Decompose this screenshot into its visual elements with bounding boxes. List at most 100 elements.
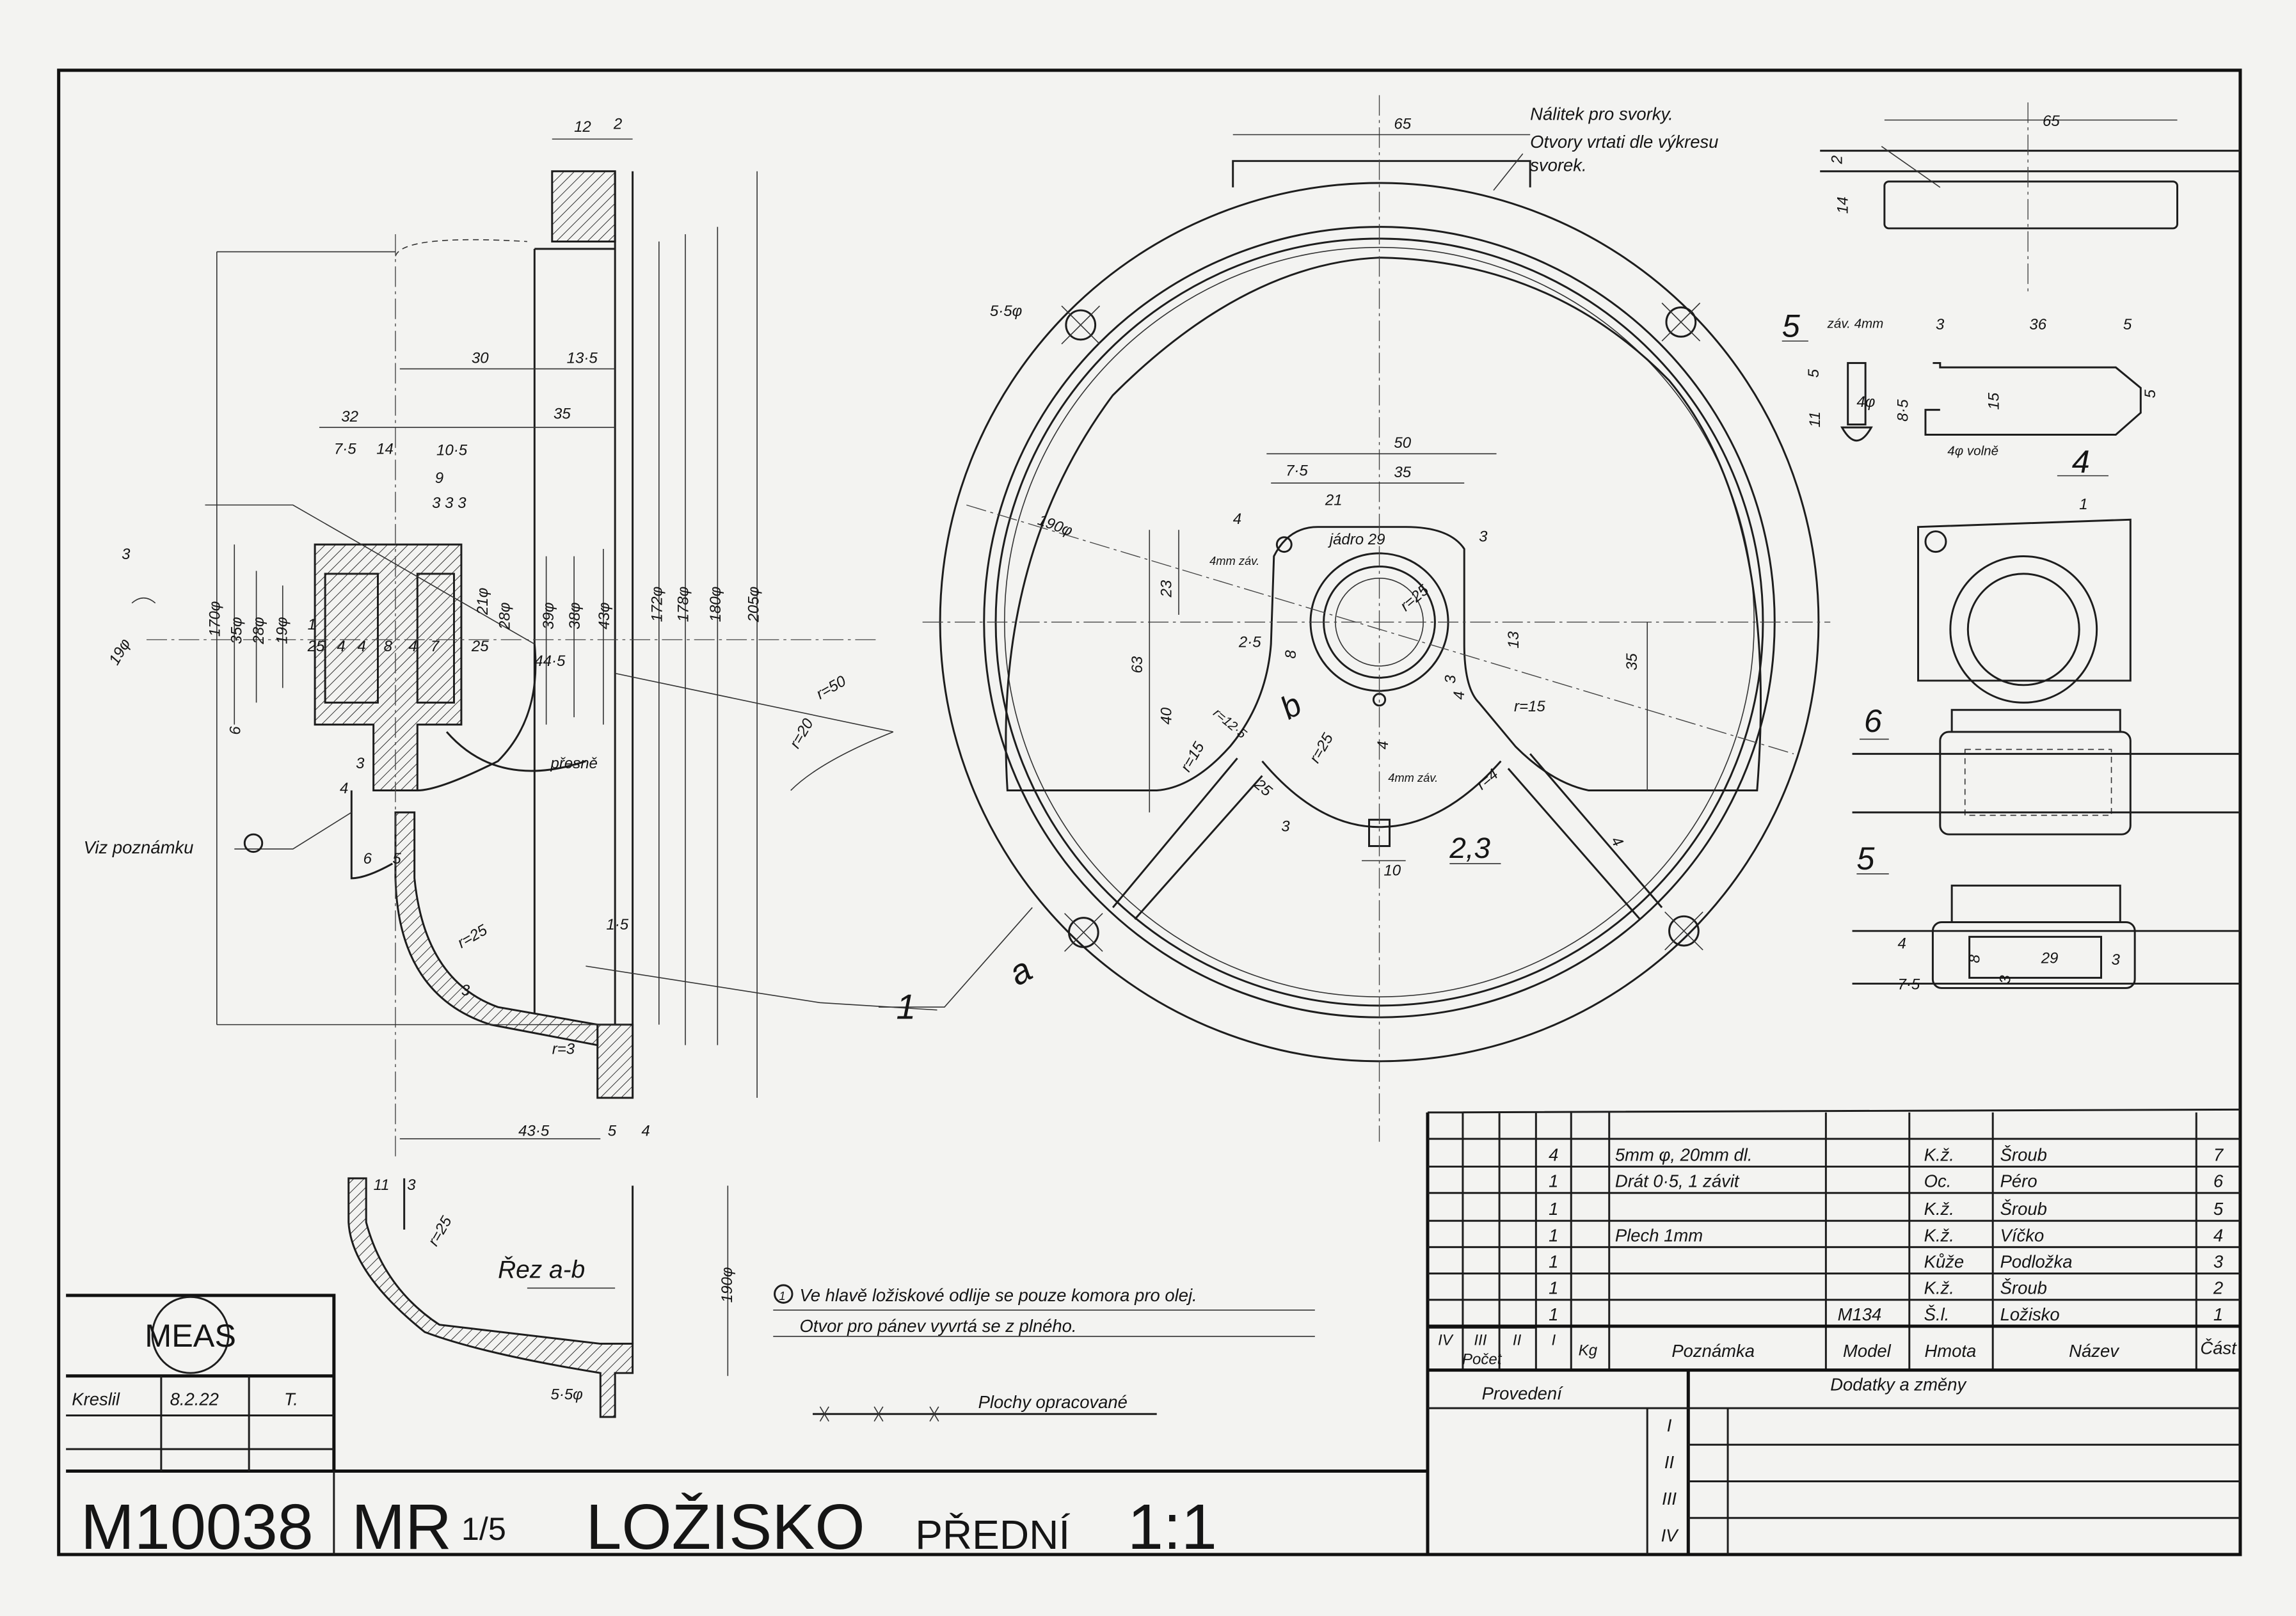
detail-dimension-label: 4φ volně <box>1947 444 1998 459</box>
side-dimension-label: 4 <box>641 1123 650 1140</box>
side-dimension-label: 4 <box>409 638 417 655</box>
title-fraction: 1/5 <box>461 1510 506 1547</box>
detail-dimension-label: 8 <box>1966 955 1984 963</box>
side-dimension-label: 172φ <box>648 587 666 622</box>
side-section-view <box>131 138 937 1157</box>
side-dimension-label: 19φ <box>106 636 134 668</box>
parts-row-material: Kůže <box>1924 1251 1965 1271</box>
front-dimension-label: 4 <box>1607 834 1627 850</box>
front-dimension-label: 3 <box>1442 675 1459 684</box>
note-1: Ve hlavě ložiskové odlije se pouze komor… <box>799 1285 1197 1305</box>
revision-row-number: III <box>1662 1489 1677 1509</box>
detail-dimension-label: 11 <box>1806 411 1824 427</box>
detail-dimension-label: 5 <box>1782 307 1801 344</box>
parts-row-material: Oc. <box>1924 1171 1952 1191</box>
detail-dimension-label: 3 <box>1936 316 1945 333</box>
front-dimension-label: 8 <box>1282 650 1300 659</box>
side-dimension-label: r=20 <box>786 715 817 751</box>
section-dimension-label: 11 <box>374 1176 390 1194</box>
side-dimension-label: 178φ <box>675 587 692 622</box>
execution-label: Provedení <box>1482 1383 1563 1403</box>
detail-dimension-label: 65 <box>2043 113 2060 130</box>
note-header: Poznámka <box>1671 1341 1755 1361</box>
detail-dimension-label: 5 <box>2123 316 2132 333</box>
parts-row-count: 1 <box>1549 1251 1558 1271</box>
detail-dimension-label: 36 <box>2029 316 2046 333</box>
detail-dimension-label: 1 <box>2079 496 2087 513</box>
clamp-boss-note-2: Otvory vrtati dle výkresu <box>1530 132 1718 152</box>
parts-row-part: 7 <box>2213 1145 2224 1164</box>
side-dimension-label: 21φ <box>474 588 491 615</box>
parts-row-material: K.ž. <box>1924 1199 1954 1219</box>
notes <box>243 833 1315 1422</box>
side-dimension-label: 7·5 <box>334 440 356 457</box>
front-dimension-label: jádro 29 <box>1328 531 1385 548</box>
side-dimension-label: 9 <box>435 470 443 487</box>
front-dimension-label: 3 <box>1281 818 1290 836</box>
detail-dimension-label: 5 <box>1856 840 1875 876</box>
meas-logo-text: MEAS <box>145 1317 236 1354</box>
detail-dimension-label: 7·5 <box>1897 976 1920 994</box>
section-dimension-label: 3 <box>407 1176 416 1194</box>
detail-dimension-label: 15 <box>1985 392 2002 409</box>
drawn-date: 8.2.22 <box>170 1390 219 1409</box>
part-header: Část <box>2200 1338 2237 1358</box>
front-dimension-label: 35 <box>1394 464 1411 481</box>
parts-row-name: Ložisko <box>2000 1304 2060 1324</box>
side-dimension-label: 180φ <box>707 587 724 622</box>
mounting-hole-icon <box>1664 911 1703 951</box>
section-a-b-view <box>347 1177 729 1418</box>
parts-row-part: 4 <box>2213 1225 2223 1245</box>
front-dimension-label: r=15 <box>1514 698 1545 715</box>
parts-row-count: 1 <box>1549 1304 1558 1324</box>
side-dimension-label: 35 <box>554 405 571 422</box>
side-dimension-label: 5 <box>392 850 401 867</box>
qty-column-header: IV <box>1438 1332 1454 1349</box>
front-dimension-label: 4mm záv. <box>1209 554 1259 567</box>
parts-row-part: 1 <box>2213 1304 2223 1324</box>
qty-column-header: I <box>1551 1332 1556 1349</box>
mounting-hole-icon <box>1061 305 1101 345</box>
parts-row-material: K.ž. <box>1924 1225 1954 1245</box>
meas-logo <box>151 1295 230 1374</box>
clamp-boss-note-1: Nálitek pro svorky. <box>1530 104 1673 124</box>
side-dimension-label: 28φ <box>250 617 267 644</box>
side-dimension-label: 43·5 <box>518 1123 550 1140</box>
front-dimension-label: r=15 <box>1177 739 1208 775</box>
front-dimension-label: 3 <box>1479 528 1488 546</box>
side-dimension-label: r=3 <box>552 1040 575 1058</box>
detail-dimension-label: 14 <box>1835 196 1852 214</box>
side-dimension-label: 39φ <box>540 602 557 629</box>
parts-row-part: 6 <box>2213 1171 2224 1191</box>
front-dimension-label: 2,3 <box>1449 832 1490 864</box>
front-dimension-label: 190φ <box>1035 511 1075 539</box>
qty-column-header: III <box>1474 1332 1487 1349</box>
front-dimension-label: 23 <box>1158 580 1176 598</box>
side-dimension-label: 6 <box>227 726 244 735</box>
parts-row-model: M134 <box>1838 1304 1882 1324</box>
side-dimension-label: 43φ <box>596 602 613 629</box>
parts-row-name: Šroub <box>2000 1278 2047 1298</box>
see-note-label: Viz poznámku <box>84 837 194 857</box>
front-dimension-label: 4 <box>1451 691 1468 699</box>
detail-views <box>1782 102 2240 989</box>
detail-dimension-label: 2 <box>1829 155 1846 164</box>
parts-row-name: Víčko <box>2000 1225 2045 1245</box>
detail-dimension-label: 5 <box>1805 368 1822 377</box>
parts-row-material: K.ž. <box>1924 1278 1954 1298</box>
front-dimension-label: 63 <box>1129 656 1146 673</box>
section-dimension-label: 190φ <box>719 1267 736 1303</box>
section-dimension-label: r=25 <box>425 1213 456 1249</box>
section-dimension-label: 5·5φ <box>550 1386 582 1403</box>
side-dimension-label: 4 <box>340 780 348 797</box>
parts-row-part: 2 <box>2213 1278 2223 1298</box>
drawing-scale: 1:1 <box>1128 1491 1217 1563</box>
drawn-initial: T. <box>284 1390 298 1409</box>
side-dimension-label: 6 <box>363 850 372 867</box>
detail-dimension-label: 4 <box>1897 935 1906 953</box>
front-dimension-label: 4 <box>1233 511 1241 528</box>
front-dimension-label: r=25 <box>1306 730 1337 766</box>
side-dimension-label: 3 3 3 <box>432 495 466 512</box>
front-dimension-label: 50 <box>1394 434 1411 452</box>
